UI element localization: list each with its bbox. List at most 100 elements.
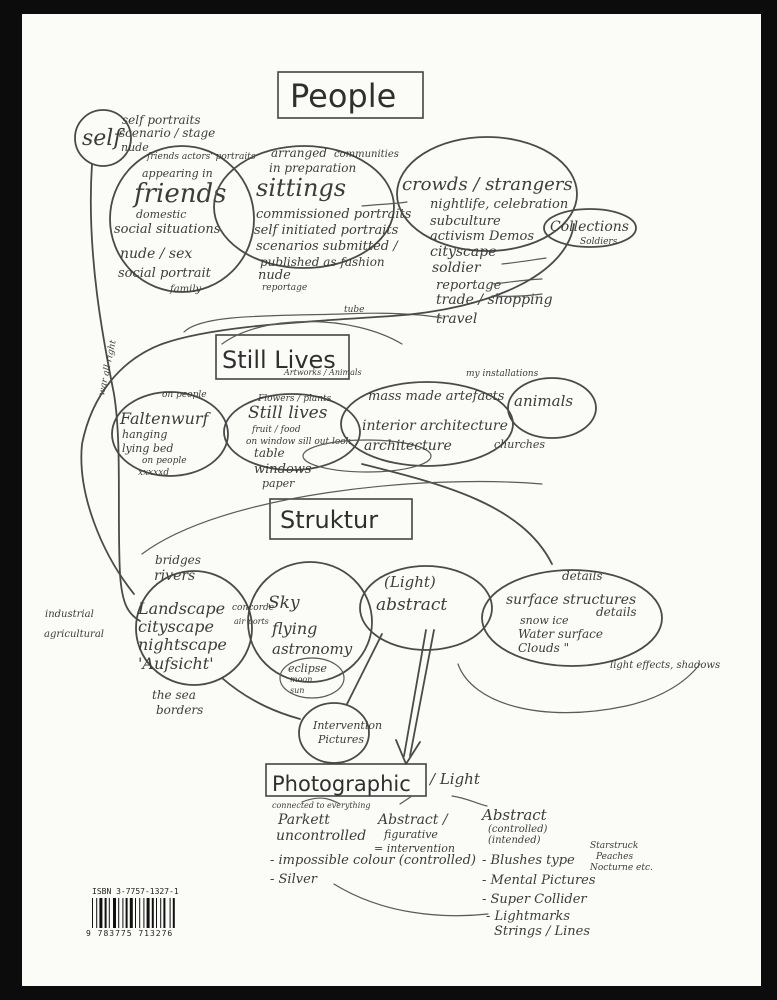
barcode-bar [163, 898, 166, 928]
arrow-head-icon [395, 739, 421, 765]
eclipse-label: eclipse [288, 662, 327, 675]
surface-ellipse [481, 569, 663, 667]
struktur-heading-box [269, 498, 413, 540]
self-note: self portraits [122, 113, 201, 127]
barcode-bar [169, 898, 171, 928]
photographic-right-item: - Blushes type [482, 853, 575, 868]
intervention-label: Intervention [312, 719, 382, 732]
still-lives-to-surface-curve [361, 463, 553, 565]
landscape-item: 'Aufsicht' [138, 654, 214, 673]
eclipse-label: sun [290, 686, 304, 695]
details-top: details [562, 569, 603, 583]
mass-made-label: mass made artefacts [368, 389, 505, 404]
self-label: self [82, 126, 125, 151]
starstruck-label: Peaches [595, 852, 634, 862]
eclipse-label: moon [290, 675, 312, 684]
installations-note: my installations [466, 369, 539, 379]
barcode-bar [92, 898, 93, 928]
barcode-bar [135, 898, 136, 928]
intervention-ellipse [298, 702, 370, 764]
photographic-heading: Photographic [272, 772, 411, 796]
light-abstract-ellipse [359, 565, 493, 651]
abstract-figurative-label: figurative [383, 828, 438, 841]
starstruck-label: Starstruck [590, 841, 638, 851]
barcode-bar [104, 898, 107, 928]
sittings-item: self initiated portraits [254, 223, 399, 238]
connector [491, 293, 543, 297]
sittings-top-note: arranged [271, 146, 327, 160]
churches-label: churches [494, 438, 545, 451]
connector [451, 795, 488, 807]
sky-item: astronomy [272, 640, 353, 658]
barcode-bar [108, 898, 110, 928]
concorde-label: concorde [232, 603, 274, 613]
sky-ellipse [247, 561, 373, 683]
connector [221, 320, 403, 345]
people-heading-box [277, 71, 424, 119]
sittings-label: sittings [256, 174, 346, 202]
connector [346, 633, 383, 705]
back-cover-page: People self self portraits scenario / st… [22, 14, 761, 986]
photographic-suffix: / Light [428, 770, 481, 788]
barcode-digits: 9 783775 713276 [86, 929, 173, 938]
animals-ellipse [507, 377, 597, 439]
intervention-label: Pictures [317, 733, 364, 746]
landscape-ellipse [135, 570, 253, 686]
photographic-heading-box [265, 763, 427, 797]
photographic-right-item: - Mental Pictures [482, 873, 596, 888]
barcode-bar [139, 898, 141, 928]
faltenwurf-top: on people [162, 390, 207, 400]
surface-item: snow ice [520, 614, 569, 627]
self-note: scenario / stage [119, 126, 215, 140]
sky-item: Sky [268, 593, 300, 613]
surface-label: surface structures [506, 592, 636, 608]
barcode-bar [113, 898, 116, 928]
surface-item: Water surface [518, 627, 603, 641]
parkett-label: Parkett [277, 812, 330, 828]
mass-made-ellipse [340, 381, 514, 467]
sittings-ellipse [213, 145, 395, 269]
crowds-item: reportage [436, 278, 502, 293]
still-lives-subheading: Artworks / Animals [283, 368, 362, 377]
bridges-label: bridges [155, 553, 201, 567]
self-note: nude [121, 141, 149, 154]
still-lives-label: Still lives [248, 403, 328, 423]
sky-item: flying [271, 619, 317, 638]
starstruck-label: Nocturne etc. [589, 863, 653, 873]
friends-ellipse [109, 145, 255, 293]
friends-top-note: friends actors' portraits [146, 152, 256, 162]
self-to-landscape-curve [89, 163, 141, 622]
surface-item: Clouds " [518, 641, 569, 655]
agricultural-label: agricultural [44, 629, 104, 640]
sittings-item: reportage [262, 283, 307, 293]
barcode-bar [129, 898, 133, 928]
connector [301, 797, 341, 805]
still-lives-top: Flowers / plants [257, 394, 332, 404]
surface-label: details [596, 605, 637, 619]
crowds-item: activism Demos [430, 229, 534, 244]
still-lives-item: on window sill out look [246, 437, 351, 447]
architecture-ellipse [302, 439, 432, 473]
faltenwurf-label: Faltenwurf [119, 409, 212, 428]
abstract-figurative-label: Abstract / [376, 812, 449, 828]
sea-label: the sea [152, 688, 196, 702]
photographic-left-item: - impossible colour (controlled) [270, 853, 476, 868]
still-lives-item: table [254, 446, 285, 460]
still-lives-item: fruit / food [251, 425, 301, 435]
animals-label: animals [514, 392, 573, 410]
friends-item: social portrait [118, 266, 212, 281]
photographic-right-item: - Lightmarks [486, 909, 570, 924]
people-heading: People [290, 77, 396, 115]
abstract-figurative-label: = intervention [374, 842, 455, 855]
photographic-right-item: Strings / Lines [494, 924, 590, 939]
mind-map-diagram: People self self portraits scenario / st… [44, 71, 720, 939]
sittings-item: nude [258, 268, 291, 283]
abstract-controlled-label: (controlled) [488, 824, 547, 835]
arrow-shaft [409, 629, 435, 757]
friends-label: friends [132, 179, 227, 209]
faltenwurf-item: on people [142, 456, 187, 466]
war-all-right-label: war all right [97, 339, 119, 397]
faltenwurf-item: lying bed [122, 442, 173, 455]
sittings-item: published as fashion [260, 255, 385, 269]
friends-item: social situations [114, 222, 221, 237]
